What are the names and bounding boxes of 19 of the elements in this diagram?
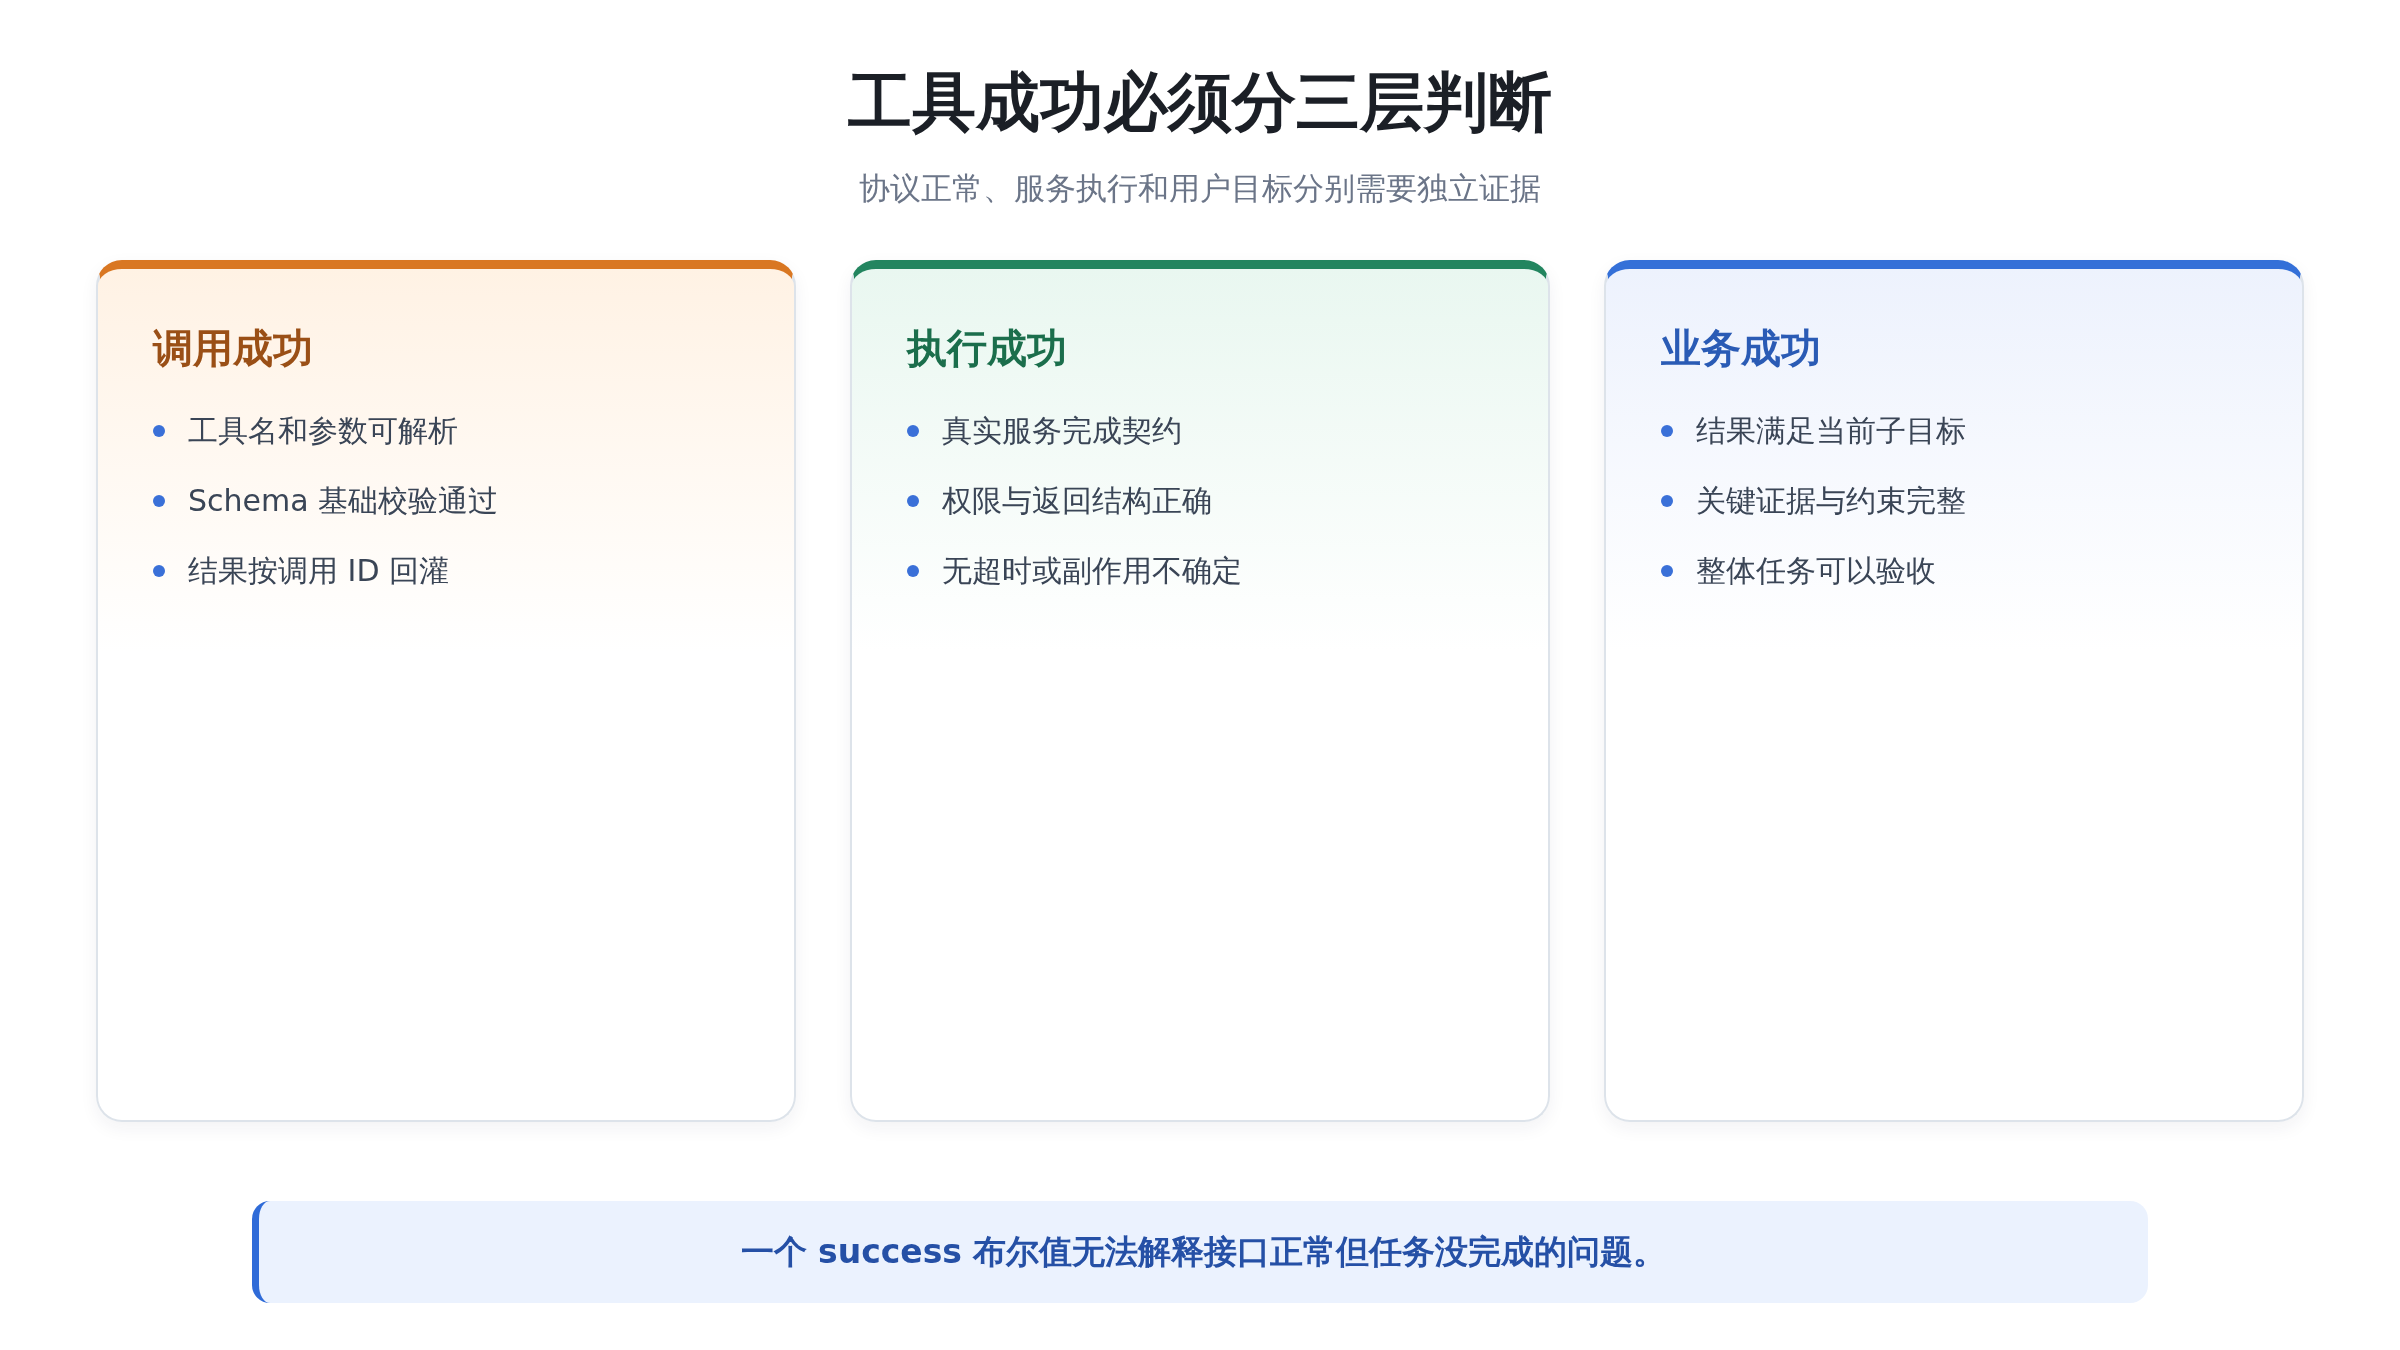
list-item-text: 无超时或副作用不确定	[942, 552, 1242, 590]
summary-banner	[252, 1201, 2148, 1303]
card-heading: 执行成功	[907, 324, 1068, 372]
list-item-text: Schema 基础校验通过	[188, 482, 499, 520]
summary-text: 一个 success 布尔值无法解释接口正常但任务没完成的问题。	[740, 1231, 1667, 1273]
success-card	[96, 260, 796, 1122]
success-card	[1604, 260, 2304, 1122]
list-item-text: 结果按调用 ID 回灌	[188, 552, 450, 590]
title: 工具成功必须分三层判断	[847, 64, 1553, 141]
list-item-text: 关键证据与约束完整	[1696, 482, 1966, 520]
card-heading: 调用成功	[153, 324, 314, 372]
subtitle: 协议正常、服务执行和用户目标分别需要独立证据	[858, 169, 1542, 208]
list-item-text: 工具名和参数可解析	[188, 412, 458, 450]
card-heading: 业务成功	[1661, 324, 1822, 372]
list-item-text: 真实服务完成契约	[942, 412, 1182, 450]
list-item-text: 整体任务可以验收	[1696, 552, 1936, 590]
success-card	[850, 260, 1550, 1122]
list-item-text: 结果满足当前子目标	[1696, 412, 1966, 450]
list-item-text: 权限与返回结构正确	[942, 482, 1212, 520]
